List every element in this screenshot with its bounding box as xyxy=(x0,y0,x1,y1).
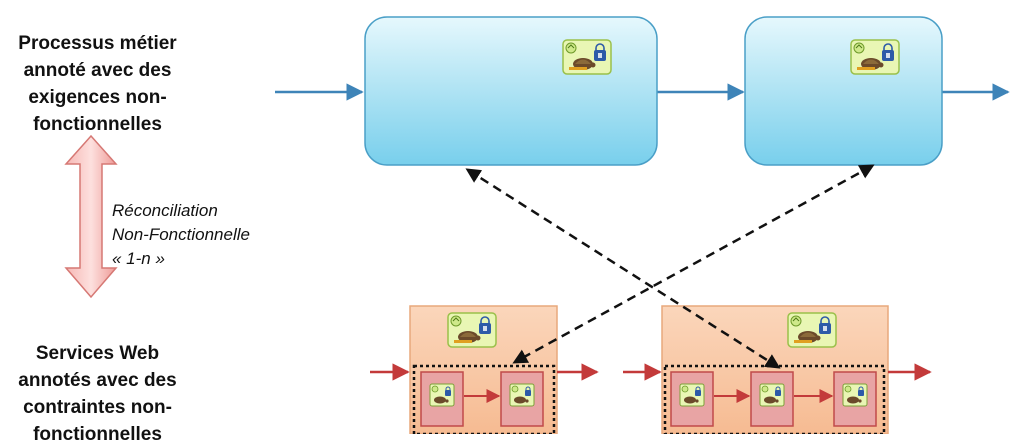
tortoise-lock-service-icon xyxy=(509,383,535,407)
process-label-line: exigences non- xyxy=(28,87,167,108)
tortoise-lock-badge-icon xyxy=(850,39,900,75)
double-arrow xyxy=(64,134,118,299)
process-box-2 xyxy=(744,16,943,166)
tortoise-lock-service-icon xyxy=(429,383,455,407)
process-label: Processus métier annoté avec des exigenc… xyxy=(10,30,185,138)
services-label-line: annotés avec des xyxy=(18,370,177,391)
tortoise-lock-service-icon xyxy=(759,383,785,407)
reconciliation-line: « 1-n » xyxy=(112,249,165,268)
reconciliation-line: Non-Fonctionnelle xyxy=(112,225,250,244)
process-label-line: fonctionnelles xyxy=(33,114,162,135)
process-label-line: Processus métier xyxy=(18,33,177,54)
tortoise-lock-badge-icon xyxy=(562,39,612,75)
service-1-composition xyxy=(412,364,556,434)
reconciliation-line: Réconciliation xyxy=(112,201,218,220)
diagram-svg xyxy=(64,16,1010,434)
tortoise-lock-badge-icon xyxy=(787,312,837,348)
reconciliation-label: Réconciliation Non-Fonctionnelle « 1-n » xyxy=(112,199,250,271)
services-label-line: Services Web xyxy=(35,343,160,364)
tortoise-lock-badge-icon xyxy=(447,312,497,348)
process-label-line: annoté avec des xyxy=(23,60,172,81)
diagram-canvas: Processus métier annoté avec des exigenc… xyxy=(10,16,1010,445)
process-box-1 xyxy=(364,16,658,166)
tortoise-lock-service-icon xyxy=(842,383,868,407)
services-label-line: contraintes non- xyxy=(23,397,172,418)
reconciliation-link-2 xyxy=(512,164,875,364)
tortoise-lock-service-icon xyxy=(679,383,705,407)
